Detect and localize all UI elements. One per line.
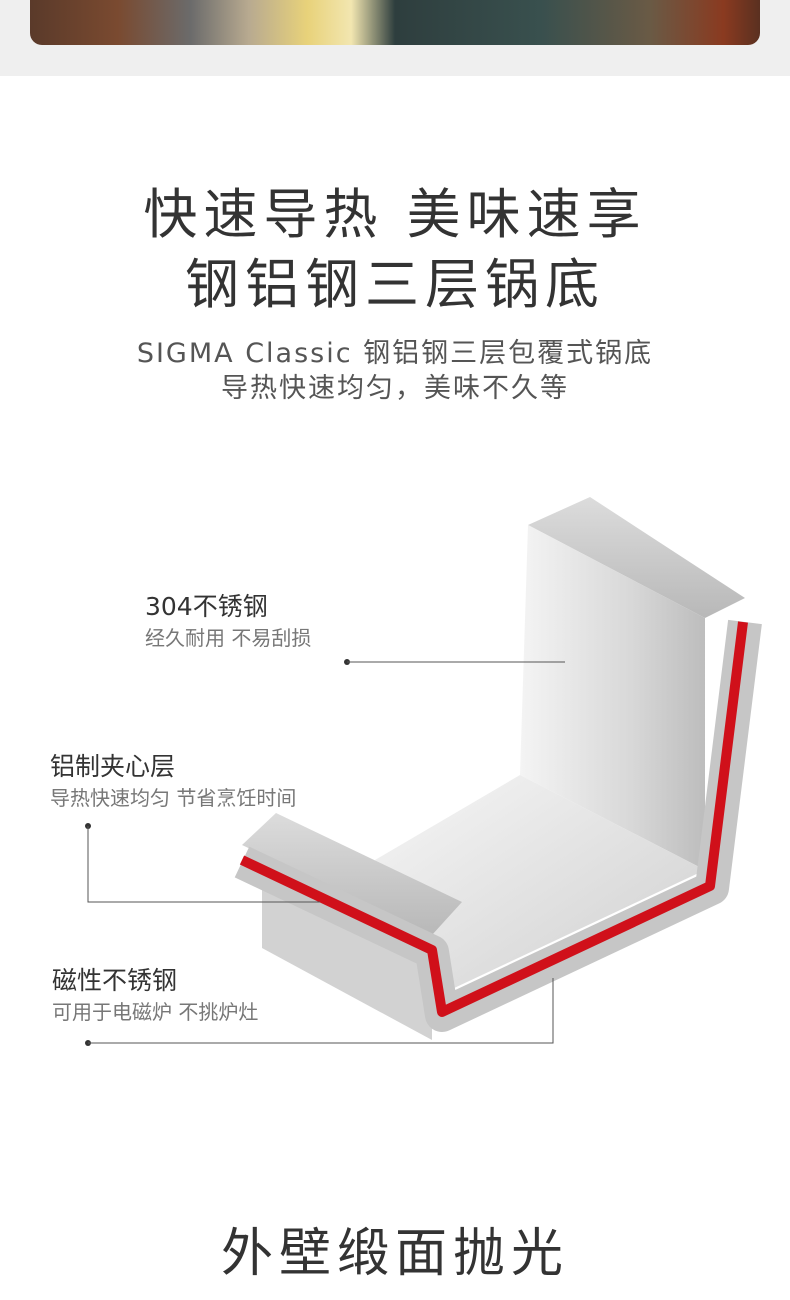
- aluminum-layer: [239, 621, 748, 1017]
- headline-line2: 钢铝钢三层锅底: [185, 253, 605, 316]
- back-wall-inner: [520, 525, 705, 870]
- headline-line1: 快速导热 美味速享: [143, 183, 647, 246]
- subtitle-line1: SIGMA Classic 钢铝钢三层包覆式锅底: [136, 338, 654, 369]
- back-wall-top: [528, 497, 745, 618]
- layer-title-steel-304: 304不锈钢: [145, 592, 268, 621]
- layer-title-magnetic-steel: 磁性不锈钢: [52, 966, 178, 995]
- next-section-title: 外壁缎面抛光: [220, 1224, 569, 1284]
- subtitle-line2: 导热快速均匀，美味不久等: [221, 373, 569, 404]
- layer-desc-steel-304: 经久耐用 不易刮损: [145, 626, 312, 650]
- callout-line-3: [88, 978, 554, 1044]
- food-photo: [30, 0, 760, 45]
- layer-title-aluminum: 铝制夹心层: [50, 752, 176, 781]
- layer-desc-aluminum: 导热快速均匀 节省烹饪时间: [50, 786, 297, 810]
- flange-front-block: [262, 878, 432, 1040]
- callout-line-2: [87, 826, 320, 903]
- top-band: [0, 0, 790, 76]
- flange-top: [242, 813, 462, 935]
- layer-desc-magnetic-steel: 可用于电磁炉 不挑炉灶: [52, 1000, 259, 1024]
- pan-floor: [375, 775, 705, 990]
